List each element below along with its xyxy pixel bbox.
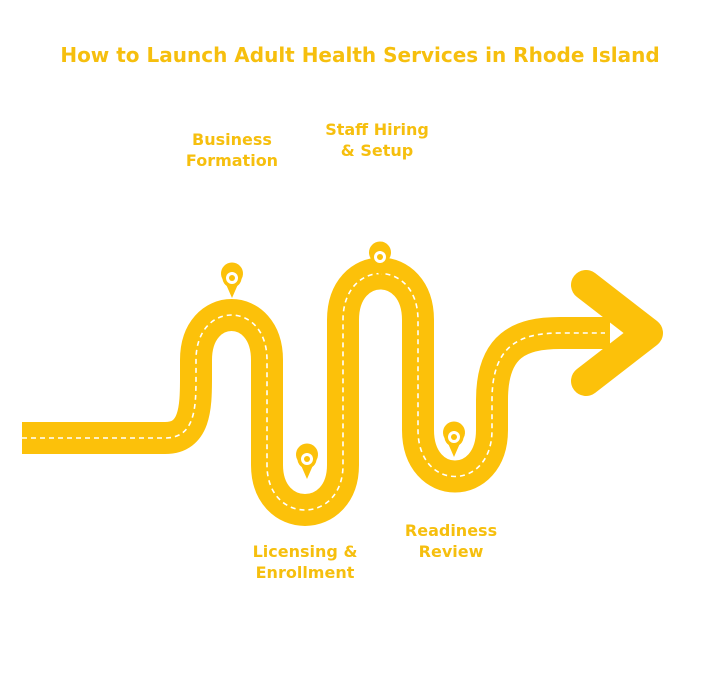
step-label-readiness-review: Readiness Review: [390, 520, 512, 562]
diagram-title: How to Launch Adult Health Services in R…: [60, 43, 660, 67]
step-label-text: Staff Hiring & Setup: [325, 120, 429, 160]
step-label-text: Business Formation: [185, 130, 279, 170]
step-label-licensing: Licensing & Enrollment: [238, 541, 372, 583]
road-path: [22, 257, 610, 526]
road-centerline: [22, 272, 605, 511]
step-label-business-formation: Business Formation: [172, 129, 292, 171]
map-pin-icon: [296, 443, 318, 479]
step-label-staff-hiring: Staff Hiring & Setup: [310, 119, 444, 161]
step-label-text: Readiness Review: [404, 521, 498, 561]
map-pin-icon: [369, 241, 391, 277]
arrow-head-icon: [571, 270, 663, 396]
step-label-text: Licensing & Enrollment: [252, 542, 358, 582]
map-pin-icon: [221, 262, 243, 298]
map-pin-icon: [443, 421, 465, 457]
